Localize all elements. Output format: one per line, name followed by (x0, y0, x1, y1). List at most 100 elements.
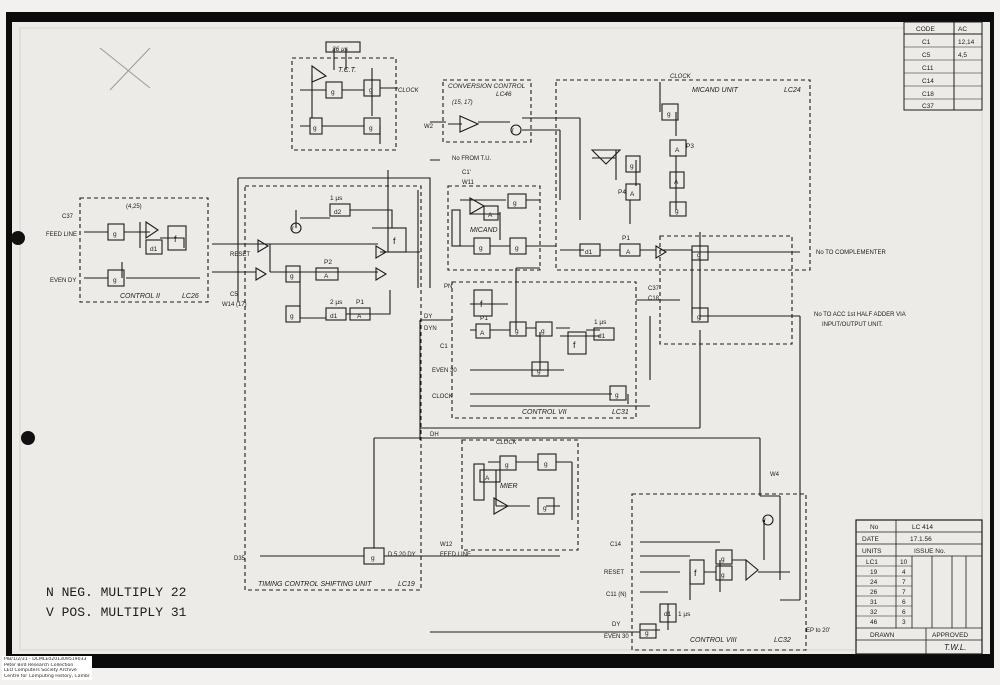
code-cell: C14 (922, 78, 934, 85)
gate-label: A (324, 273, 329, 280)
tb-unit: LC1 (866, 559, 878, 566)
node-label: P1 (480, 315, 488, 322)
paper (12, 22, 990, 654)
gate-label: g (331, 89, 335, 96)
node-label: P4 (618, 189, 626, 196)
wire (373, 330, 781, 580)
tb-unit: 26 (870, 589, 878, 596)
node-label: P1 (356, 299, 364, 306)
gate-label: g (645, 630, 649, 637)
code-table: CODE AC C1 12,14 C5 4,5 C11 C14 C18 C37 (903, 21, 983, 111)
tb-drawn-label: DRAWN (870, 632, 895, 639)
signal-w12: W12 (440, 542, 453, 548)
tb-unit: 46 (870, 619, 878, 626)
punch-hole-top (11, 231, 25, 245)
gate-label: g (544, 461, 548, 468)
tb-no-label: No (870, 524, 879, 531)
gate-label: f (174, 234, 177, 244)
tb-unit: 31 (870, 599, 878, 606)
signal-w2: W2 (424, 124, 434, 130)
wire (488, 461, 573, 520)
gate-label: d1 (150, 246, 158, 253)
wire (84, 222, 200, 279)
gate-label: g (697, 314, 701, 321)
code-cell: C1 (922, 39, 931, 46)
gate-label: A (357, 313, 362, 320)
gate-label: g (505, 462, 509, 469)
unit-title-micand: MICAND (470, 227, 498, 234)
unit-lc-control-ii: LC26 (182, 293, 199, 300)
gate-label: g (697, 252, 701, 259)
unit-lc-conversion: LC46 (496, 91, 512, 98)
code-cell: C5 (922, 52, 931, 59)
signal-to-acc: No TO ACC 1st HALF ADDER VIA (814, 312, 906, 318)
signal-d5: D 5 20 DY (388, 552, 416, 558)
gate-label: A (485, 475, 490, 482)
resistor-node (762, 514, 774, 526)
unit-box-tct (291, 57, 397, 151)
signal-from-tu: No FROM T.U. (452, 156, 492, 162)
signal-even30: EVEN 30 (432, 368, 457, 374)
unit-title-conversion: CONVERSION CONTROL (448, 83, 526, 90)
signal-w14: W14 (17) (222, 302, 247, 308)
resistor-node (290, 222, 302, 234)
tb-unit: 19 (870, 569, 878, 576)
paper-fold (19, 27, 983, 651)
tb-unit-issue: 6 (902, 609, 906, 616)
legend: N NEG. MULTIPLY 22 V POS. MULTIPLY 31 (46, 585, 187, 620)
wire (295, 170, 389, 228)
wire (237, 121, 446, 302)
delay-label: 36 µs (332, 46, 349, 53)
signal-c18: C18 (648, 296, 660, 302)
gate-label: g (675, 208, 679, 215)
gate-label: f (393, 236, 396, 246)
node-label: P2 (324, 259, 332, 266)
gate-label: g (113, 231, 117, 238)
unit-box-control-ii (79, 197, 209, 303)
wire (212, 243, 378, 318)
unit-box-conversion (442, 79, 532, 143)
unit-title-micand-unit: MICAND UNIT (692, 87, 739, 94)
unit-box-timing (244, 185, 422, 591)
signal-to-comp: No TO COMPLEMENTER (816, 250, 886, 256)
signal-c1p: C1' (462, 170, 471, 176)
gate-label: d1 (664, 611, 672, 618)
punch-hole-bottom (21, 431, 35, 445)
signal-pn: PN (444, 284, 452, 290)
tb-unit-issue: 7 (902, 579, 906, 586)
signal-c11n: C11 (N) (606, 592, 627, 598)
gate-label: d1 (585, 249, 593, 256)
wire (592, 82, 677, 224)
node-label: 2 µs (330, 299, 343, 306)
amplifier-symbols (145, 64, 759, 582)
pencil-mark (109, 47, 151, 91)
node-label: r (512, 127, 515, 134)
wire (460, 199, 546, 247)
gate-label: A (480, 330, 485, 337)
archive-line: LEO Computers Society Archive (4, 668, 77, 674)
unit-title-mier: MIER (500, 483, 518, 490)
tb-issue-label: ISSUE No. (914, 548, 946, 555)
unit-box-control-vii (451, 281, 637, 419)
unit-box-control-viii (631, 493, 807, 651)
gate-label: g (615, 392, 619, 399)
clock-label: CLOCK (398, 88, 420, 94)
wire (260, 319, 560, 557)
archive-line: Centre for Computing History, Cambridge (4, 673, 90, 679)
tb-unit-issue: 3 (902, 619, 906, 626)
gate-label: d2 (334, 209, 342, 216)
unit-title-control-viii: CONTROL VIII (690, 637, 737, 644)
node-label: 1 µs (678, 611, 691, 618)
signal-w4: W4 (770, 472, 780, 478)
gate-label: g (721, 572, 725, 579)
signal-reset: RESET (230, 252, 250, 258)
unit-box-adder (659, 235, 793, 345)
gate-label: g (543, 505, 547, 512)
pencil-mark (99, 47, 151, 89)
unit-box-mier (461, 439, 579, 551)
tb-unit-issue: 7 (902, 589, 906, 596)
signal-feed-line-2: FEED LINE (440, 552, 471, 558)
signal-c1: C1 (440, 344, 448, 350)
wire (448, 117, 581, 220)
